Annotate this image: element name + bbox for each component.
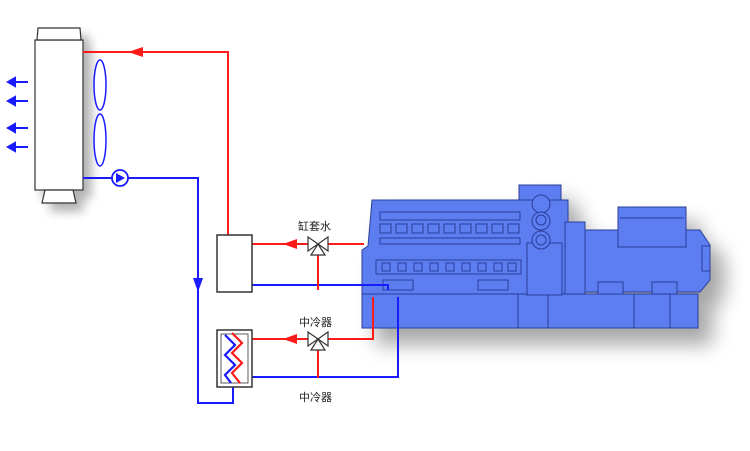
- hot-water-lines: [83, 51, 374, 378]
- fan-icon: [93, 59, 107, 167]
- heat-exchanger-icon: [216, 234, 253, 293]
- arrow-left-icon: [283, 334, 297, 344]
- cold-water-lines: [83, 177, 399, 404]
- pump-icon: [111, 169, 129, 187]
- engine-return-line: [233, 284, 389, 290]
- generator-engine-icon: [361, 184, 711, 329]
- jacket-water-label: 缸套水: [298, 219, 331, 233]
- three-way-valve-icon: [307, 235, 329, 256]
- arrow-left-icon: [283, 239, 297, 249]
- airflow-arrows: [5, 76, 28, 153]
- intercooler-upper-label: 中冷器: [299, 316, 332, 329]
- engine-detail: [375, 211, 684, 275]
- intercooler-return-line: [233, 297, 399, 378]
- three-way-valve-icon: [307, 330, 329, 351]
- arrow-left-icon: [5, 76, 28, 88]
- heat-exchanger-icon: [216, 329, 253, 388]
- intercooler-lower-label: 中冷器: [299, 391, 332, 404]
- arrow-left-icon: [5, 141, 28, 153]
- arrow-left-icon: [128, 47, 143, 57]
- radiator-outlet-line: [83, 177, 234, 404]
- radiator-icon: [34, 27, 84, 204]
- arrow-left-icon: [5, 95, 28, 107]
- arrow-left-icon: [5, 122, 28, 134]
- arrow-down-icon: [193, 278, 203, 292]
